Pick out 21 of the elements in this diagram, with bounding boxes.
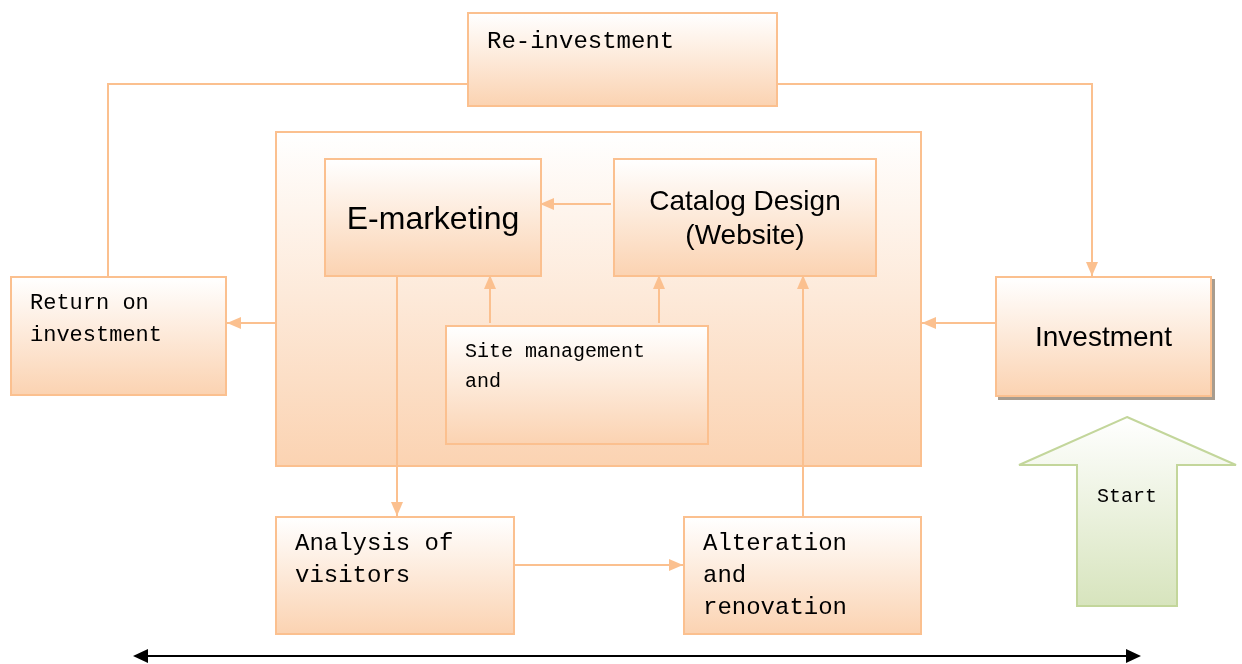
arrow [777,83,1098,277]
process-box: Return on investment [10,276,227,396]
arrow [226,317,276,329]
process-box: Investment [995,276,1212,397]
group-box [275,131,922,467]
arrow [539,198,612,210]
arrow [484,274,496,324]
block-arrow [1017,415,1238,608]
process-box: Re-investment [467,12,778,107]
node-label: Start [1096,485,1158,508]
arrow [514,559,684,571]
process-box: Site management and [445,325,709,445]
arrow [921,317,996,329]
connector-line [107,83,468,277]
process-box: Analysis of visitors [275,516,515,635]
arrow [797,274,809,517]
process-box: Catalog Design (Website) [613,158,877,277]
process-box: Alteration and renovation [683,516,922,635]
arrow [653,274,665,324]
arrow [391,274,403,517]
process-box: E-marketing [324,158,542,277]
